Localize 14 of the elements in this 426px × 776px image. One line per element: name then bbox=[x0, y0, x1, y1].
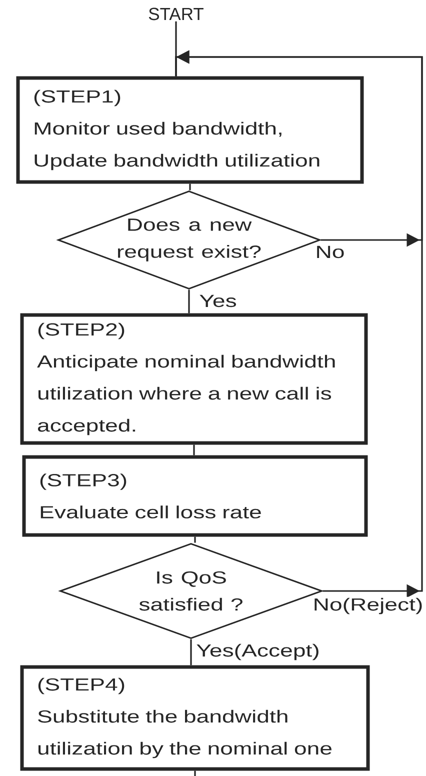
connector-line bbox=[189, 184, 191, 190]
process-box: (STEP4) Substitute the bandwidth utilization by the nominal one bbox=[20, 665, 370, 771]
connector-line bbox=[194, 536, 196, 543]
connector-line bbox=[194, 770, 196, 776]
start-label: START bbox=[148, 8, 204, 20]
edge-label: Yes(Accept) bbox=[195, 642, 321, 662]
connector-line bbox=[188, 290, 190, 314]
connector-line bbox=[193, 444, 195, 456]
edge-label: No(Reject) bbox=[312, 596, 424, 616]
edge-label: Yes bbox=[198, 294, 238, 308]
connector-line bbox=[190, 639, 192, 666]
process-box: (STEP3) Evaluate cell loss rate bbox=[22, 455, 368, 537]
process-box: (STEP1) Monitor used bandwidth, Update bandwidth utilization bbox=[16, 76, 364, 184]
process-box: (STEP2) Anticipate nominal bandwidth utilization where a new call is accepted. bbox=[20, 313, 368, 445]
